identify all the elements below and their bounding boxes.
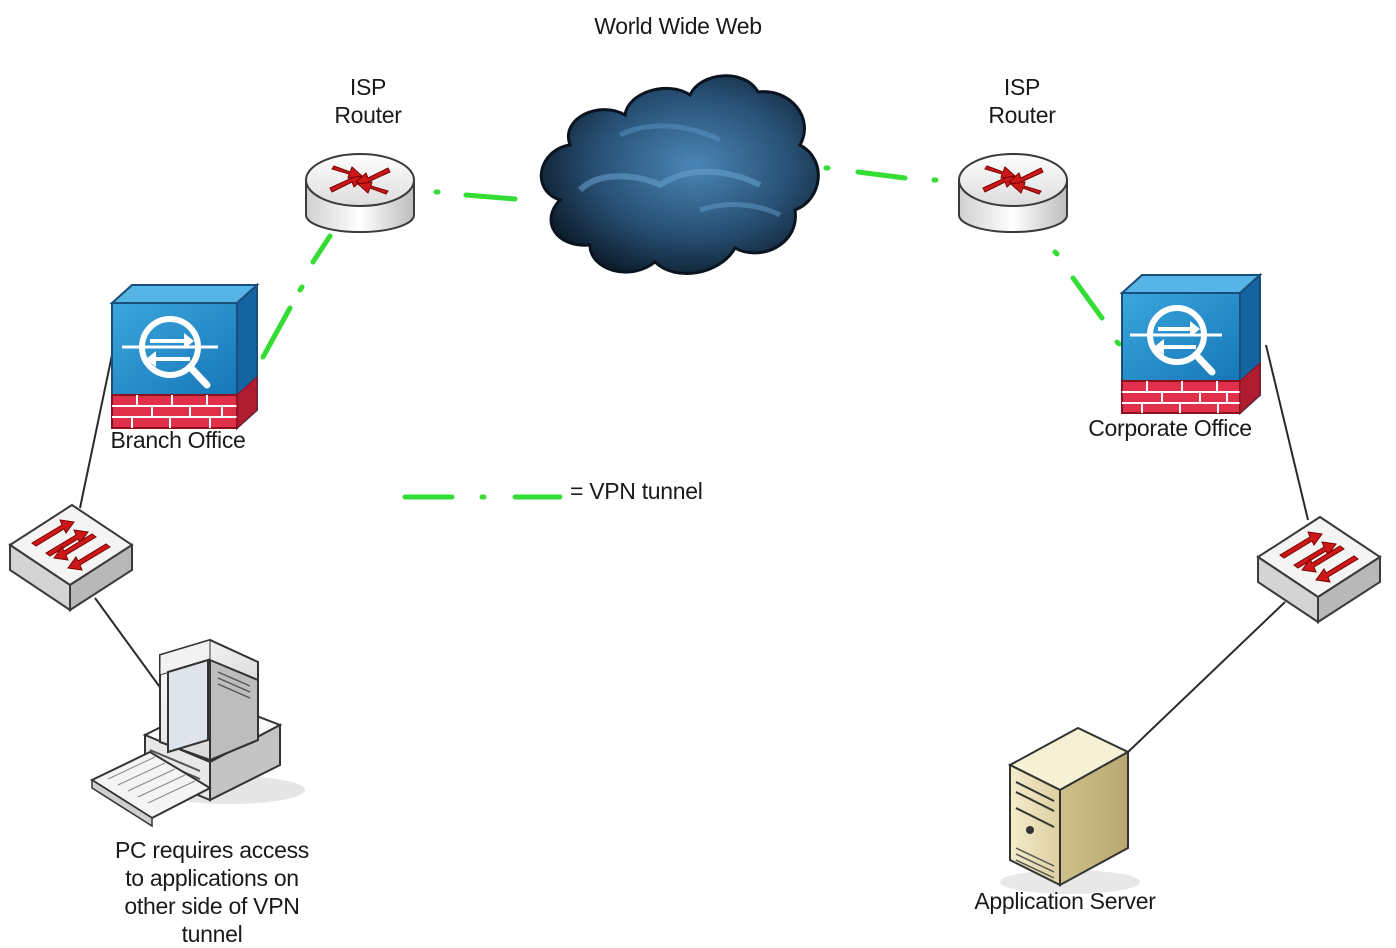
isp-router-right (958, 153, 1068, 233)
router-icon (982, 165, 1044, 195)
cable-corporate-firewall-to-switch (1265, 344, 1309, 521)
vpn-segment (1070, 275, 1105, 321)
vpn-tunnel (260, 165, 1122, 360)
isp-router-left (305, 153, 415, 233)
isp-router-right-label: ISP Router (988, 74, 1056, 128)
cloud-icon (539, 74, 820, 275)
branch-switch (8, 503, 134, 612)
vpn-segment (310, 233, 333, 265)
corporate-office-label: Corporate Office (1088, 415, 1252, 441)
vpn-segment (297, 284, 305, 293)
vpn-segment (855, 169, 908, 181)
server-icon (1000, 726, 1140, 894)
cables (79, 344, 1309, 753)
isp-router-left-label: ISP Router (334, 74, 402, 128)
vpn-segment (1052, 249, 1060, 257)
switch-icon (31, 519, 111, 571)
vpn-segment (1114, 339, 1122, 347)
branch-firewall (109, 282, 260, 431)
corporate-firewall (1119, 272, 1263, 416)
switch-icon (1279, 531, 1359, 583)
router-icon (329, 165, 391, 195)
branch-office-label: Branch Office (110, 427, 246, 453)
app-server-label: Application Server (974, 888, 1156, 914)
pc-icon (89, 638, 305, 828)
cable-branch-switch-to-pc (94, 597, 163, 691)
legend-vpn-label: = VPN tunnel (570, 478, 703, 504)
cable-branch-firewall-to-switch (79, 354, 113, 509)
diagram-title: World Wide Web (594, 13, 762, 39)
corporate-switch (1256, 515, 1382, 624)
vpn-segment (463, 192, 518, 202)
cable-corporate-switch-to-server (1127, 601, 1286, 753)
firewall-icon (122, 316, 218, 389)
vpn-segment (260, 305, 293, 360)
firewall-icon (1130, 305, 1222, 376)
pc-label: PC requires access to applications on ot… (114, 837, 309, 947)
